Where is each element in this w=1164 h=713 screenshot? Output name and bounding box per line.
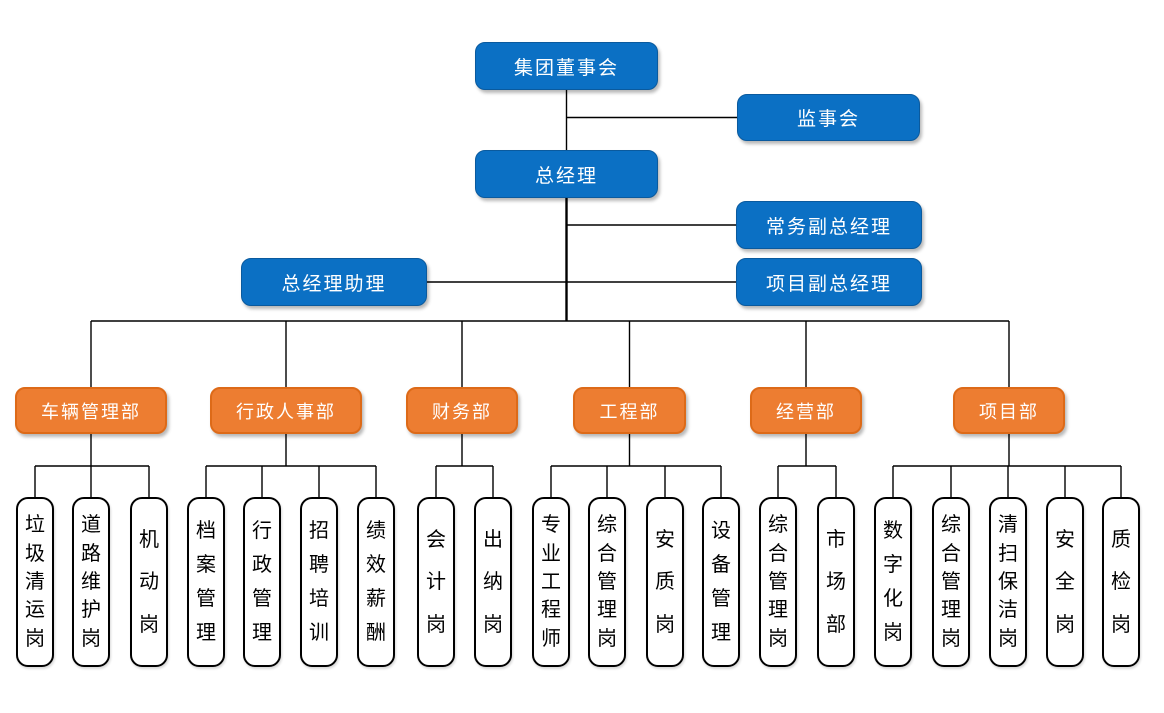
node-label: 常务副总经理 <box>765 216 892 238</box>
dept-label: 财务部 <box>432 401 492 422</box>
position-sweeping-cleaning: 清扫保洁岗 <box>989 497 1027 667</box>
position-road-maintenance: 道路维护岗 <box>72 497 110 667</box>
node-label: 集团董事会 <box>513 57 619 79</box>
node-label: 监事会 <box>796 109 860 130</box>
dept-project: 项目部 <box>953 387 1065 434</box>
position-mobile: 机动岗 <box>130 497 168 667</box>
dept-operations: 经营部 <box>750 387 862 434</box>
node-group-board: 集团董事会 <box>475 42 658 90</box>
position-archives-management: 档案管理 <box>187 497 225 667</box>
position-market: 市场部 <box>817 497 855 667</box>
position-safety-quality: 安质岗 <box>646 497 684 667</box>
dept-admin-hr: 行政人事部 <box>210 387 362 434</box>
position-accountant: 会计岗 <box>417 497 455 667</box>
dept-label: 车辆管理部 <box>41 401 141 422</box>
position-professional-engineer: 专业工程师 <box>532 497 570 667</box>
node-label: 总经理 <box>534 165 598 187</box>
position-digitalization: 数字化岗 <box>874 497 912 667</box>
dept-label: 经营部 <box>776 401 836 422</box>
node-executive-deputy-gm: 常务副总经理 <box>736 201 922 249</box>
node-supervisory-board: 监事会 <box>737 94 920 141</box>
position-garbage-collection: 垃圾清运岗 <box>16 497 54 667</box>
dept-engineering: 工程部 <box>573 387 686 434</box>
node-label: 项目副总经理 <box>765 273 892 295</box>
node-project-deputy-gm: 项目副总经理 <box>736 258 922 306</box>
position-quality-inspection: 质检岗 <box>1102 497 1140 667</box>
position-general-management-proj: 综合管理岗 <box>932 497 970 667</box>
position-cashier: 出纳岗 <box>474 497 512 667</box>
position-performance-compensation: 绩效薪酬 <box>357 497 395 667</box>
dept-label: 项目部 <box>979 401 1039 422</box>
dept-label: 行政人事部 <box>236 401 336 422</box>
node-general-manager: 总经理 <box>475 150 658 198</box>
dept-vehicle-management: 车辆管理部 <box>15 387 167 434</box>
node-label: 总经理助理 <box>281 273 387 295</box>
node-gm-assistant: 总经理助理 <box>241 258 427 306</box>
dept-finance: 财务部 <box>406 387 518 434</box>
position-recruitment-training: 招聘培训 <box>300 497 338 667</box>
position-safety: 安全岗 <box>1046 497 1084 667</box>
dept-label: 工程部 <box>599 401 660 422</box>
position-equipment-management: 设备管理 <box>702 497 740 667</box>
position-admin-management: 行政管理 <box>243 497 281 667</box>
position-general-management-eng: 综合管理岗 <box>588 497 626 667</box>
position-general-management-ops: 综合管理岗 <box>759 497 797 667</box>
